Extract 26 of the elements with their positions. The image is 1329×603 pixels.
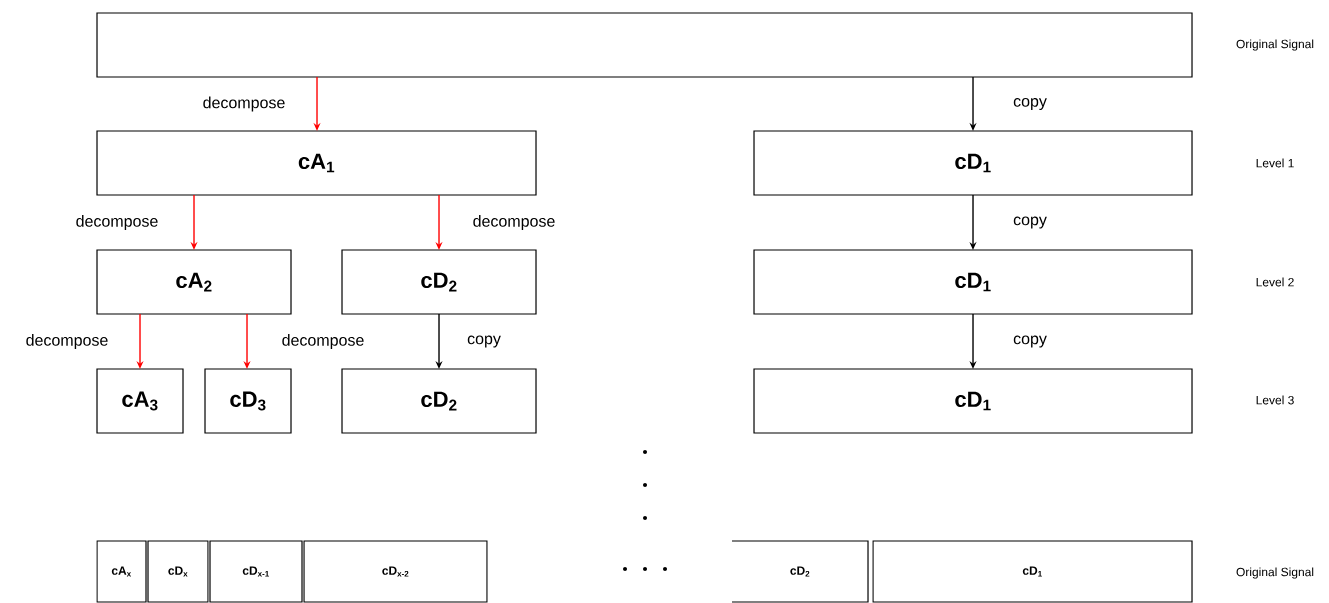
box: cD$_{2}$ <box>731 540 869 603</box>
box: cD$_{2}$ <box>341 368 537 434</box>
edge-label: copy <box>1012 97 1048 111</box>
box: cD$_{1}$ <box>753 130 1193 196</box>
level-label: Level 3 <box>1256 395 1294 405</box>
level-label: Level 2 <box>1256 277 1294 287</box>
edge-label: decompose <box>280 333 366 350</box>
level-label: Original Signal <box>1236 39 1314 51</box>
box: cA$_{x}$ <box>96 540 147 603</box>
box: cA$_{2}$ <box>96 249 292 315</box>
box: cD$_{1}$ <box>872 540 1193 603</box>
box: cD$_{x}$ <box>147 540 209 603</box>
edge-label: decompose <box>471 214 557 231</box>
box: cA$_{3}$ <box>96 368 184 434</box>
box: cD$_{x-2}$ <box>303 540 488 603</box>
box: cD$_{1}$ <box>753 368 1193 434</box>
level-label: Level 1 <box>1256 158 1294 168</box>
box: cD$_{2}$ <box>341 249 537 315</box>
box: cD$_{3}$ <box>204 368 292 434</box>
box: cD$_{x-1}$ <box>209 540 303 603</box>
edge-label: decompose <box>24 333 110 350</box>
box: cD$_{1}$ <box>753 249 1193 315</box>
level-label: Original Signal <box>1236 567 1314 579</box>
edge-label: decompose <box>74 214 160 231</box>
box: cA$_{1}$ <box>96 130 537 196</box>
box <box>96 12 1193 78</box>
